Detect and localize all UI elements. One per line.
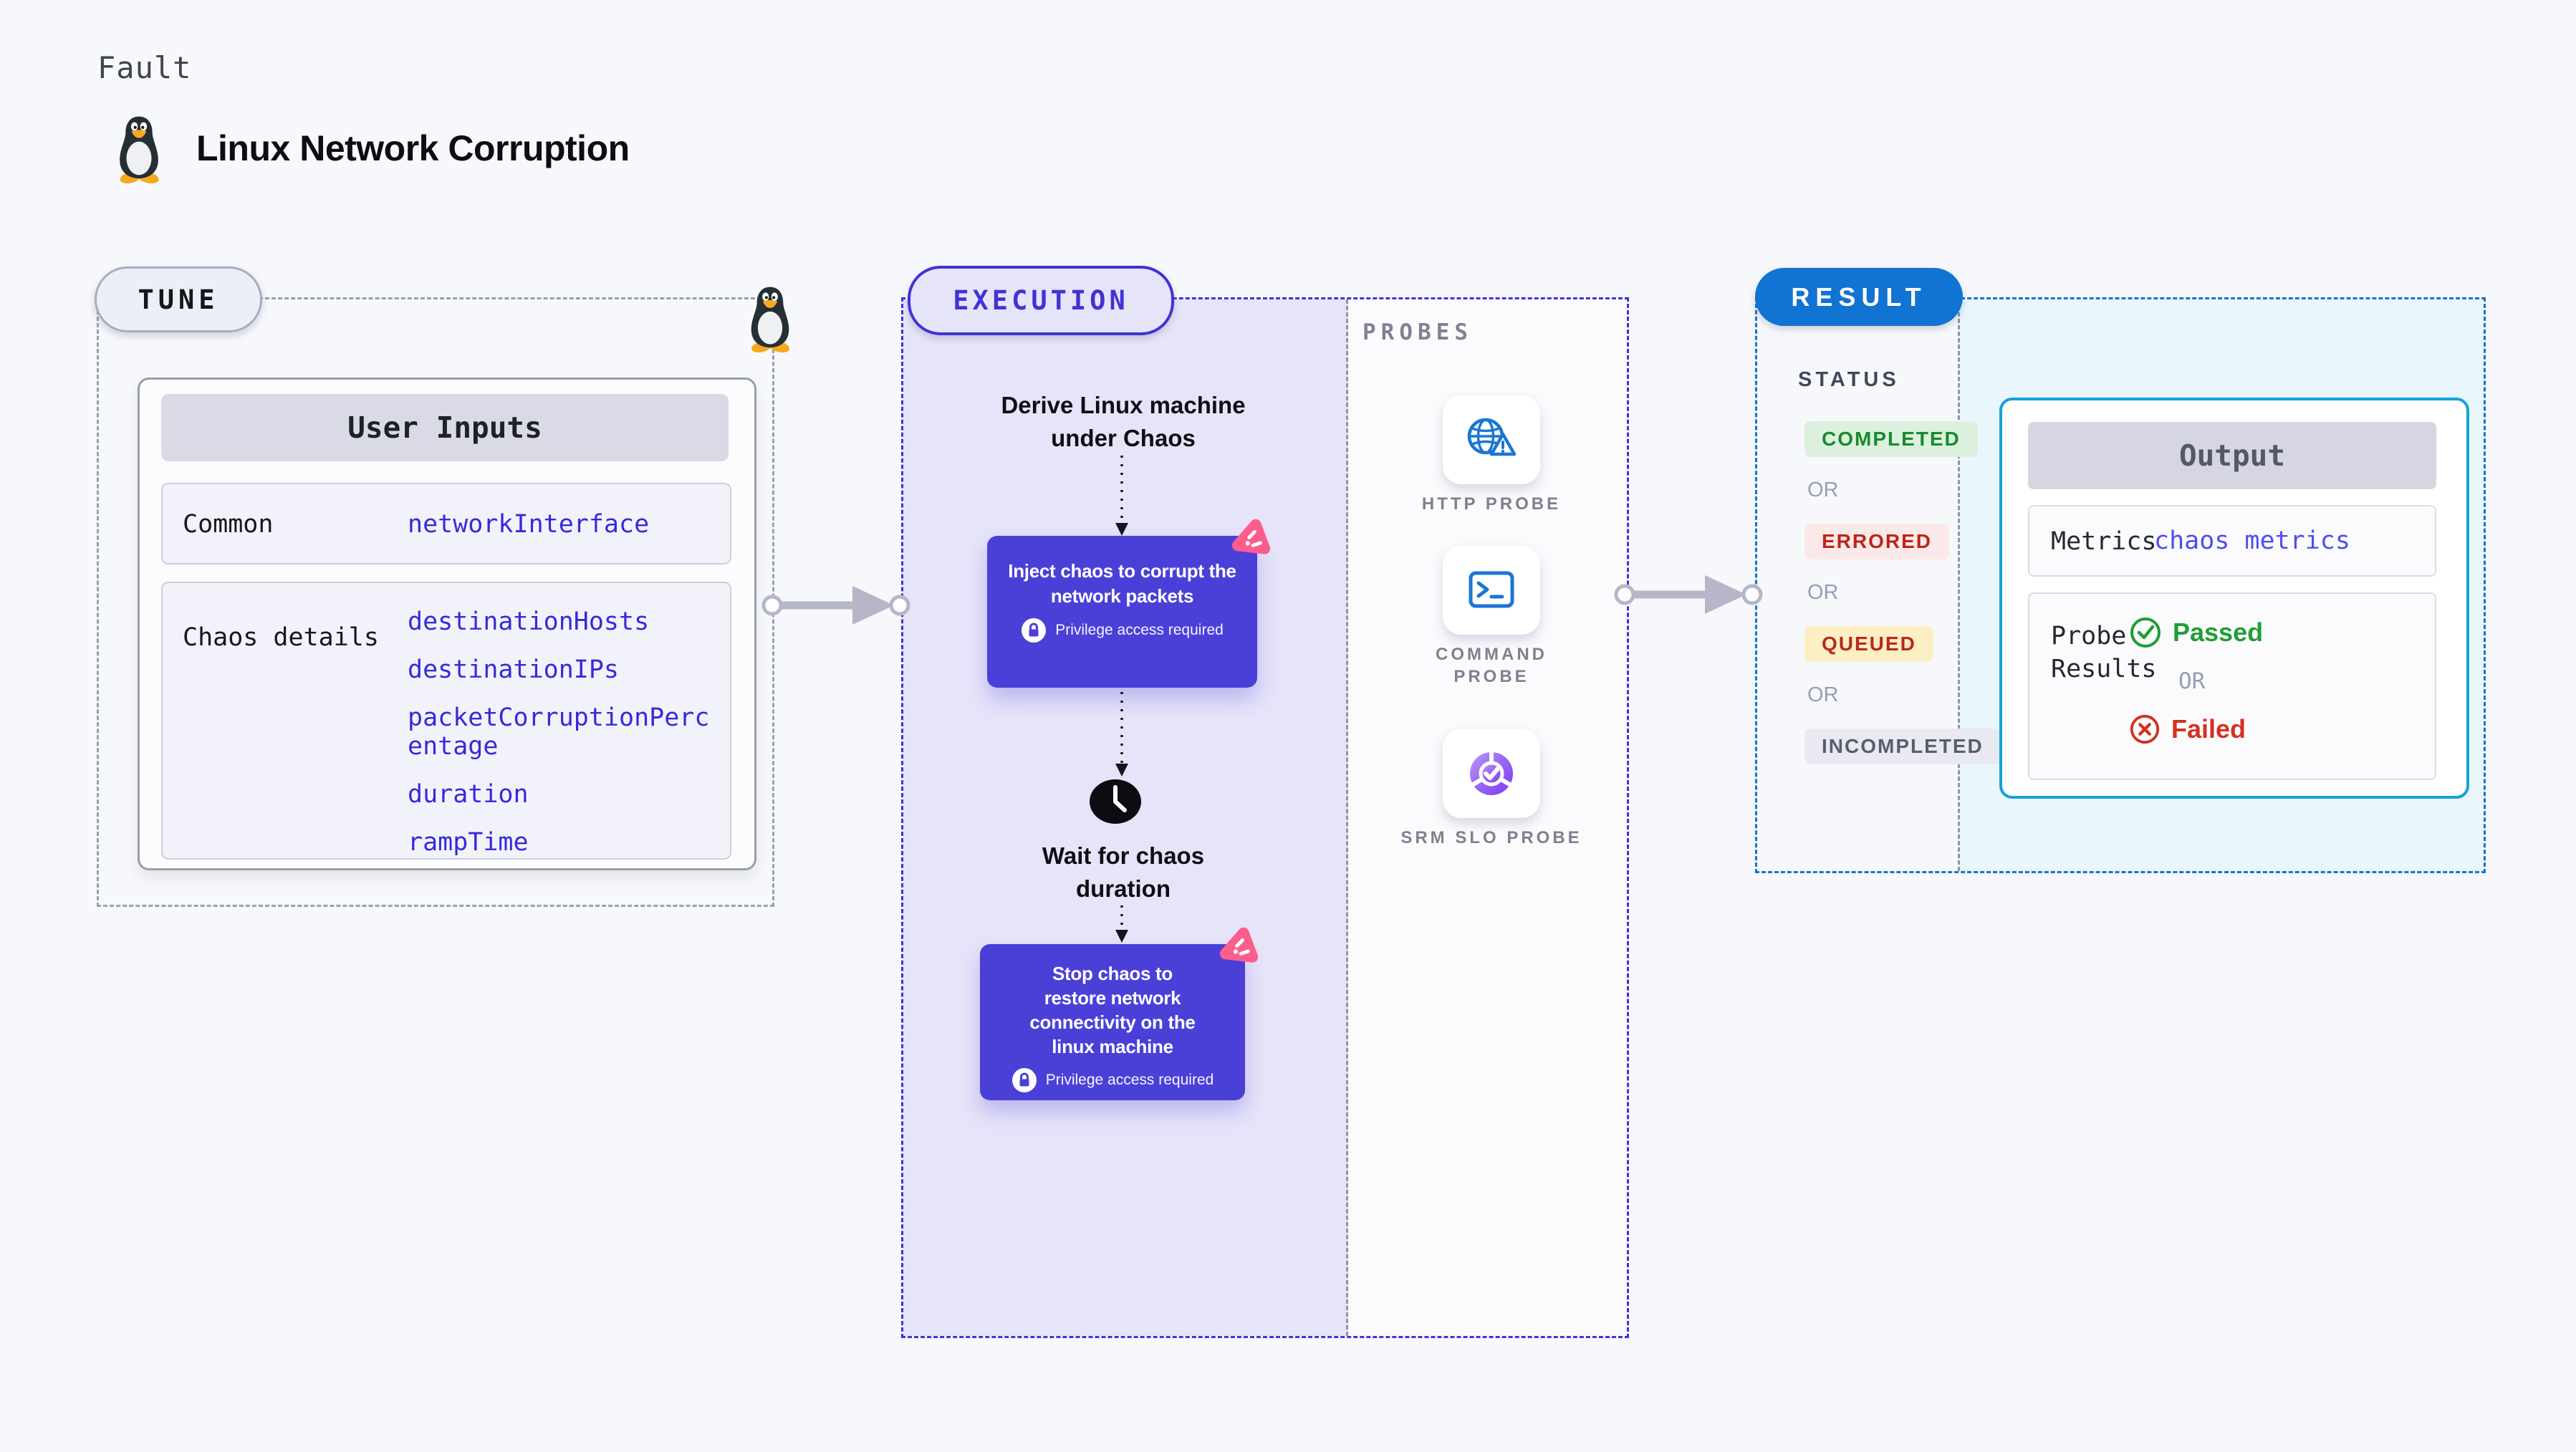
user-inputs-title: User Inputs	[161, 394, 729, 461]
execution-pill: EXECUTION	[908, 266, 1174, 335]
srm-slo-probe-card	[1443, 729, 1540, 818]
srm-slo-probe-label: SRM SLO PROBE	[1400, 828, 1582, 847]
globe-warning-icon	[1467, 418, 1517, 456]
inject-chaos-node: Inject chaos to corrupt the network pack…	[987, 519, 1271, 688]
input-value: networkInterface	[408, 510, 650, 539]
probe-results-row: Probe Results Passed OR Failed	[2028, 592, 2436, 780]
http-probe-label: HTTP PROBE	[1421, 494, 1562, 514]
command-probe-label: COMMAND PROBE	[1436, 645, 1547, 686]
terminal-icon	[1469, 571, 1514, 608]
user-inputs-card: User Inputs Common networkInterface Chao…	[138, 378, 756, 870]
status-list: COMPLETED OR ERRORED OR QUEUED OR INCOMP…	[1804, 421, 2001, 764]
clock-icon	[1090, 779, 1141, 824]
lock-icon	[1011, 1068, 1037, 1092]
flow-arrow-down	[1115, 692, 1128, 777]
stop-step-label: Stop chaos to restore network connectivi…	[1029, 963, 1196, 1057]
status-badge-completed: COMPLETED	[1804, 421, 1978, 457]
or-separator: OR	[2178, 668, 2206, 694]
metrics-row: Metrics chaos metrics	[2028, 505, 2436, 577]
flow-arrow-down	[1115, 905, 1128, 943]
check-circle-icon	[2130, 617, 2161, 648]
privilege-note: Privilege access required	[1045, 1072, 1214, 1088]
stop-chaos-node: Stop chaos to restore network connectivi…	[980, 927, 1259, 1100]
input-value: duration	[408, 780, 529, 809]
linux-tux-icon	[751, 287, 790, 352]
flow-arrow-down	[1115, 456, 1128, 536]
passed-label: Passed	[2173, 617, 2264, 647]
row-label: Chaos details	[183, 623, 379, 652]
status-badge-queued: QUEUED	[1804, 626, 1933, 662]
x-circle-icon	[2130, 714, 2160, 744]
output-title: Output	[2028, 422, 2436, 489]
or-separator: OR	[1807, 479, 1839, 501]
status-title: STATUS	[1798, 368, 1900, 391]
row-label: Common	[183, 510, 274, 539]
metrics-label: Metrics	[2051, 527, 2157, 556]
tune-pill: TUNE	[95, 266, 262, 332]
failed-label: Failed	[2171, 714, 2246, 744]
metrics-value: chaos metrics	[2154, 527, 2350, 555]
result-pill: RESULT	[1755, 268, 1963, 326]
derive-step-label: Derive Linux machine under Chaos	[1001, 392, 1246, 451]
page-title: Linux Network Corruption	[196, 128, 630, 168]
slo-donut-check-icon	[1470, 751, 1513, 795]
input-value: rampTime	[408, 828, 529, 857]
probes-title: PROBES	[1363, 319, 1473, 345]
linux-tux-icon	[120, 116, 159, 183]
input-value: destinationHosts	[408, 607, 650, 636]
user-inputs-row-common: Common networkInterface	[161, 483, 731, 564]
lock-icon	[1022, 618, 1047, 643]
fault-eyebrow: Fault	[97, 50, 192, 85]
input-value: packetCorruptionPercentage	[408, 703, 710, 761]
input-value: destinationIPs	[408, 655, 620, 684]
wait-step-label: Wait for chaos duration	[1042, 842, 1205, 902]
user-inputs-row-chaos-details: Chaos details destinationHosts destinati…	[161, 582, 731, 860]
or-separator: OR	[1807, 683, 1839, 706]
status-badge-errored: ERRORED	[1804, 524, 1950, 559]
status-badge-incompleted: INCOMPLETED	[1804, 729, 2001, 764]
chaos-experiment-icon	[1219, 927, 1259, 963]
arrow-tune-to-execution	[761, 586, 910, 625]
probe-results-label: Probe Results	[2051, 622, 2157, 683]
inject-step-label: Inject chaos to corrupt the network pack…	[1008, 560, 1236, 607]
or-separator: OR	[1807, 581, 1839, 604]
output-card: Output Metrics chaos metrics Probe Resul…	[1999, 398, 2469, 799]
http-probe-card	[1443, 395, 1540, 484]
arrow-execution-to-result	[1614, 575, 1763, 614]
command-probe-card	[1443, 546, 1540, 635]
privilege-note: Privilege access required	[1055, 622, 1224, 638]
chaos-experiment-icon	[1231, 519, 1271, 554]
